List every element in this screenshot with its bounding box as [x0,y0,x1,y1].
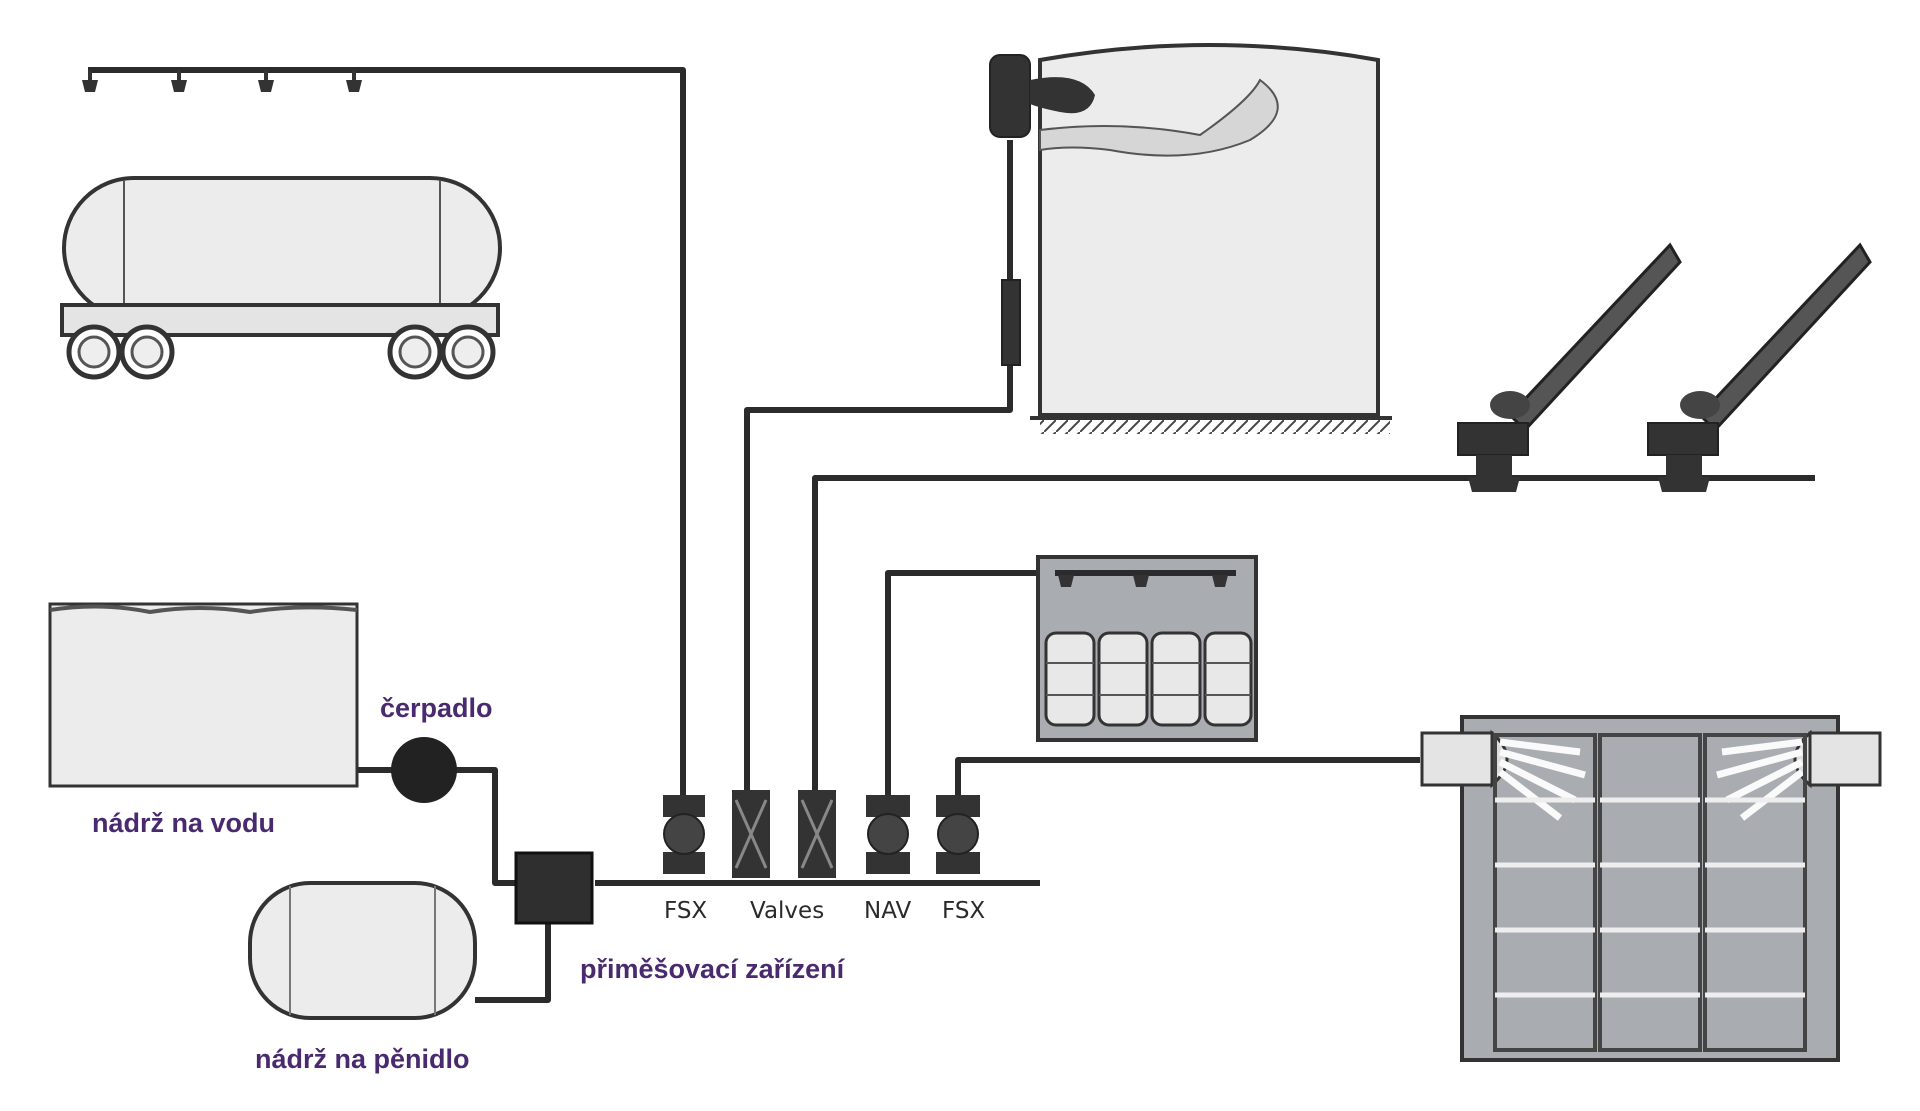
gate-valve-icon [798,790,836,878]
pump-to-mixer-pipe [456,767,516,886]
pump-label: čerpadlo [380,693,493,723]
monitor-1 [1457,242,1682,492]
valve-label: Valves [750,898,824,924]
pipe-network [88,67,1815,1003]
drum-icon [1097,631,1149,727]
sprinkler-head-icon [258,70,274,92]
pump-icon [391,737,457,803]
storage-rack [1703,733,1807,1052]
ball-valve-icon [936,795,980,874]
rail-tank-car [60,176,502,380]
warehouse-riser-pipe [955,757,1420,795]
drum-icon [1044,631,1096,727]
valve-label: FSX [942,898,985,924]
wheel-icon [387,324,443,380]
valve-nav [866,795,910,874]
foam-tank-label: nádrž na pěnidlo [255,1044,470,1074]
storage-rack [1598,733,1702,1052]
sprinkler-head-icon [1058,575,1074,587]
sprinkler-riser-pipe [88,67,686,795]
foam-chamber [989,54,1031,138]
sprinkler-head-icon [82,70,98,92]
foam-concentrate-tank [248,881,477,1020]
high-expansion-generator-right [1716,729,1882,821]
tank-riser-pipe [744,140,1013,795]
ball-valve-icon [663,795,705,874]
gate-valve-icon [732,790,770,878]
wheel-icon [440,324,496,380]
water-tank-label: nádrž na vodu [92,808,275,838]
foam-to-mixer-pipe [475,920,551,1003]
monitor-2 [1647,242,1872,492]
sprinkler-head-icon [171,70,187,92]
wheel-icon [66,324,122,380]
proportioner-icon [514,851,594,925]
valve-fsx-2 [936,795,980,874]
foam-monitor-icon [1457,242,1682,492]
rack-warehouse [1420,715,1882,1062]
foam-monitor-icon [1647,242,1872,492]
sprinkler-head-icon [1212,575,1228,587]
ball-valve-icon [866,795,910,874]
valve-label: FSX [664,898,707,924]
pump [391,737,457,803]
mixer-label: přiměšovací zařízení [580,954,846,984]
drum-storage-room [1036,555,1258,742]
valve-fsx-1 [663,795,705,874]
foam-maker [1001,279,1021,366]
storage-rack [1493,733,1597,1052]
water-tank [48,602,359,788]
valve-valves-1 [732,790,770,878]
sprinkler-head-icon [1133,575,1149,587]
sprinkler-head-icon [346,70,362,92]
foam-pourer-icon [1030,77,1095,114]
drum-icon [1203,631,1253,727]
storage-tank [989,43,1392,434]
valve-label: NAV [864,898,911,924]
valve-valves-2 [798,790,836,878]
drum-icon [1150,631,1202,727]
wheel-icon [119,324,175,380]
proportioner [514,851,594,925]
sprinkler-line [82,70,362,92]
